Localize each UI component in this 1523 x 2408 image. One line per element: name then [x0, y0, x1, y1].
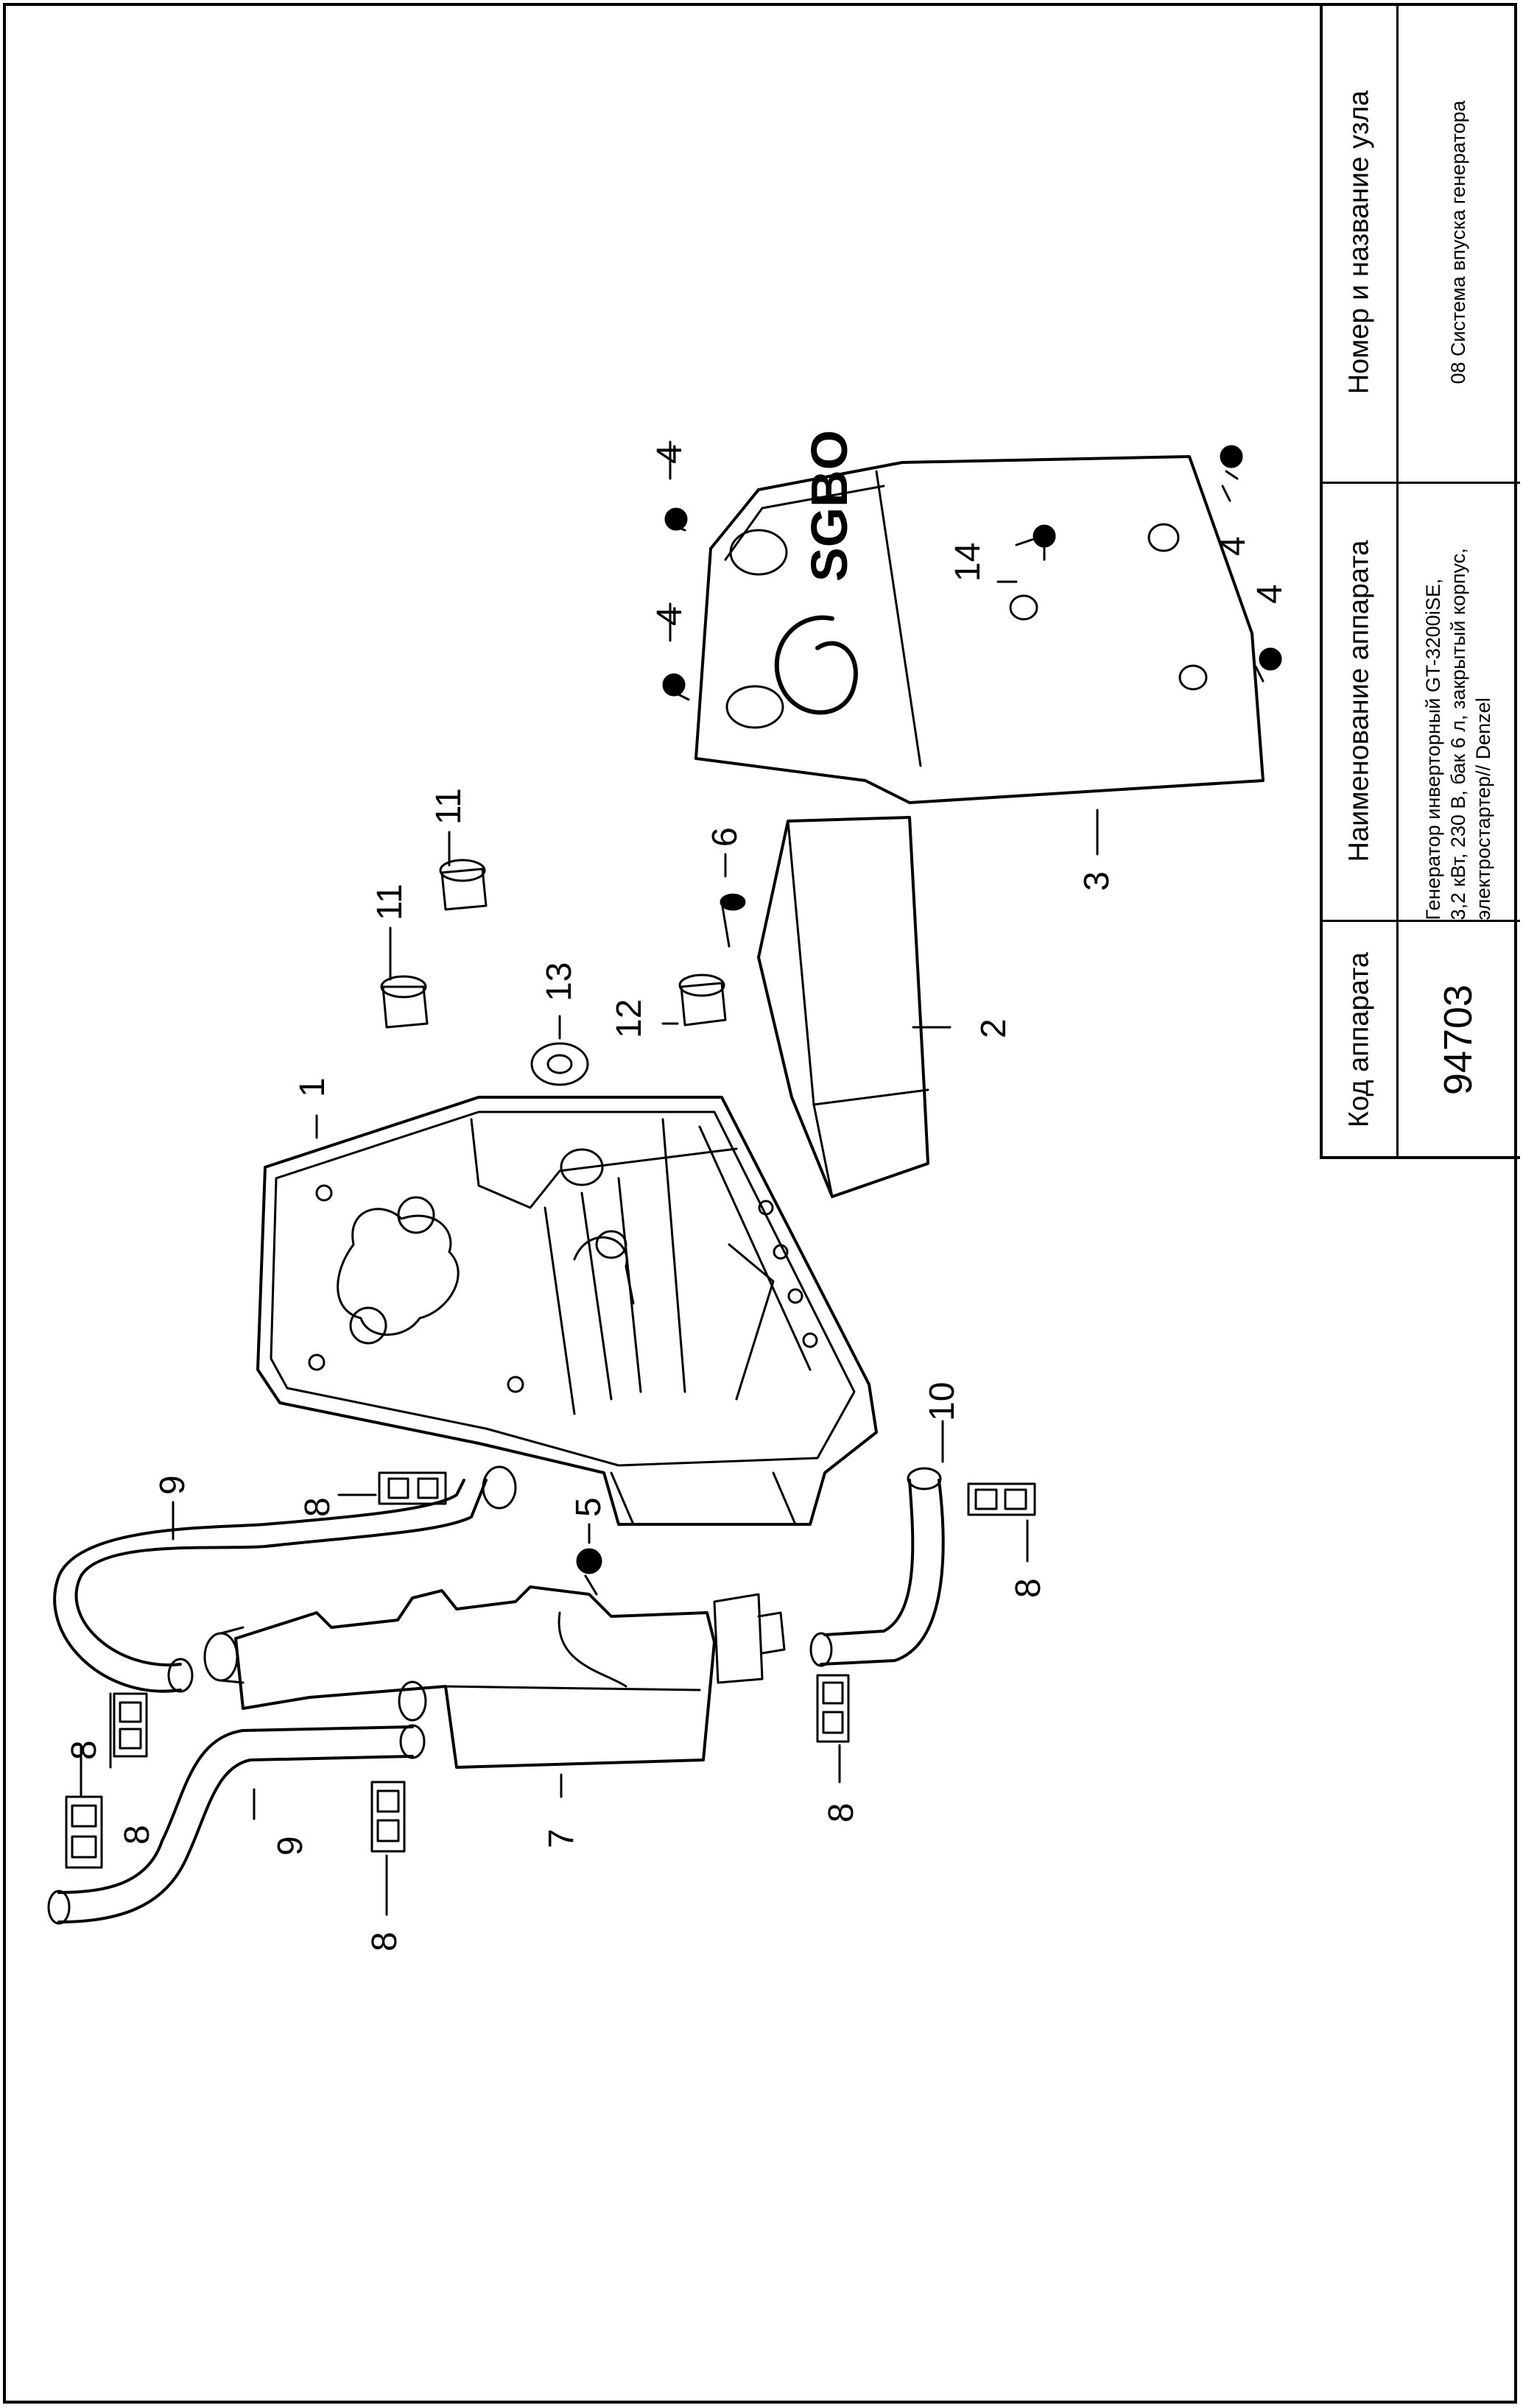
- callout-9: 9: [271, 1836, 310, 1856]
- callout-8: 8: [118, 1825, 157, 1845]
- callout-13: 13: [540, 962, 579, 1001]
- hose-clamp: [967, 1482, 1036, 1516]
- title-block: Номер и название узла Наименование аппар…: [1320, 3, 1520, 1159]
- screw: [1015, 524, 1056, 548]
- callout-8: 8: [65, 1740, 104, 1760]
- callout-4: 4: [1251, 584, 1290, 604]
- logo-text: SGBO: [801, 430, 858, 582]
- title-block-row-divider: [1323, 920, 1520, 922]
- screw: [1220, 445, 1243, 480]
- filter-element: [757, 816, 929, 1198]
- callout-6: 6: [706, 827, 745, 847]
- grommet: [439, 859, 488, 911]
- leader-lines: [80, 440, 1265, 1916]
- grommet: [380, 975, 429, 1029]
- air-filter-housing: [256, 1096, 878, 1526]
- callout-3: 3: [1077, 871, 1116, 891]
- nut: [530, 1042, 589, 1086]
- breather-separator: [203, 1585, 786, 1769]
- screw: [664, 507, 688, 532]
- callout-8: 8: [365, 1932, 404, 1951]
- callout-8: 8: [298, 1497, 337, 1517]
- screw: [1259, 647, 1282, 671]
- hose-clamp: [370, 1781, 406, 1853]
- callout-8: 8: [822, 1803, 861, 1823]
- grommet: [678, 974, 727, 1027]
- callout-11: 11: [429, 788, 468, 825]
- title-block-row-divider: [1323, 482, 1520, 484]
- hose-clamp: [113, 1692, 148, 1758]
- callouts: 1 2 3 4 4 4 4 5 6 7 8 8 8 8 8 8 9 9 10 1…: [65, 444, 1290, 1951]
- drawing-frame: [3, 3, 1517, 2404]
- hose-clamp: [378, 1471, 447, 1505]
- callout-11: 11: [370, 884, 409, 920]
- title-block-divider: [1396, 3, 1399, 1156]
- hose-clamp: [816, 1674, 850, 1743]
- callout-1: 1: [293, 1077, 332, 1097]
- callout-8: 8: [1009, 1578, 1048, 1598]
- callout-10: 10: [923, 1382, 962, 1421]
- callout-4: 4: [1214, 536, 1253, 556]
- callout-7: 7: [542, 1828, 581, 1848]
- callout-9: 9: [153, 1475, 192, 1495]
- hose: [47, 1724, 426, 1925]
- callout-12: 12: [610, 999, 649, 1038]
- hose: [809, 1467, 945, 1667]
- hose-clamp: [65, 1795, 103, 1869]
- hose: [53, 1465, 517, 1693]
- screw: [662, 673, 690, 701]
- cover-panel: SGBO: [694, 430, 1265, 804]
- screw: [720, 893, 746, 948]
- callout-4: 4: [650, 606, 689, 626]
- callout-14: 14: [949, 543, 988, 582]
- callout-5: 5: [569, 1497, 608, 1517]
- screw: [576, 1548, 602, 1596]
- callout-2: 2: [974, 1018, 1013, 1038]
- callout-4: 4: [650, 444, 689, 464]
